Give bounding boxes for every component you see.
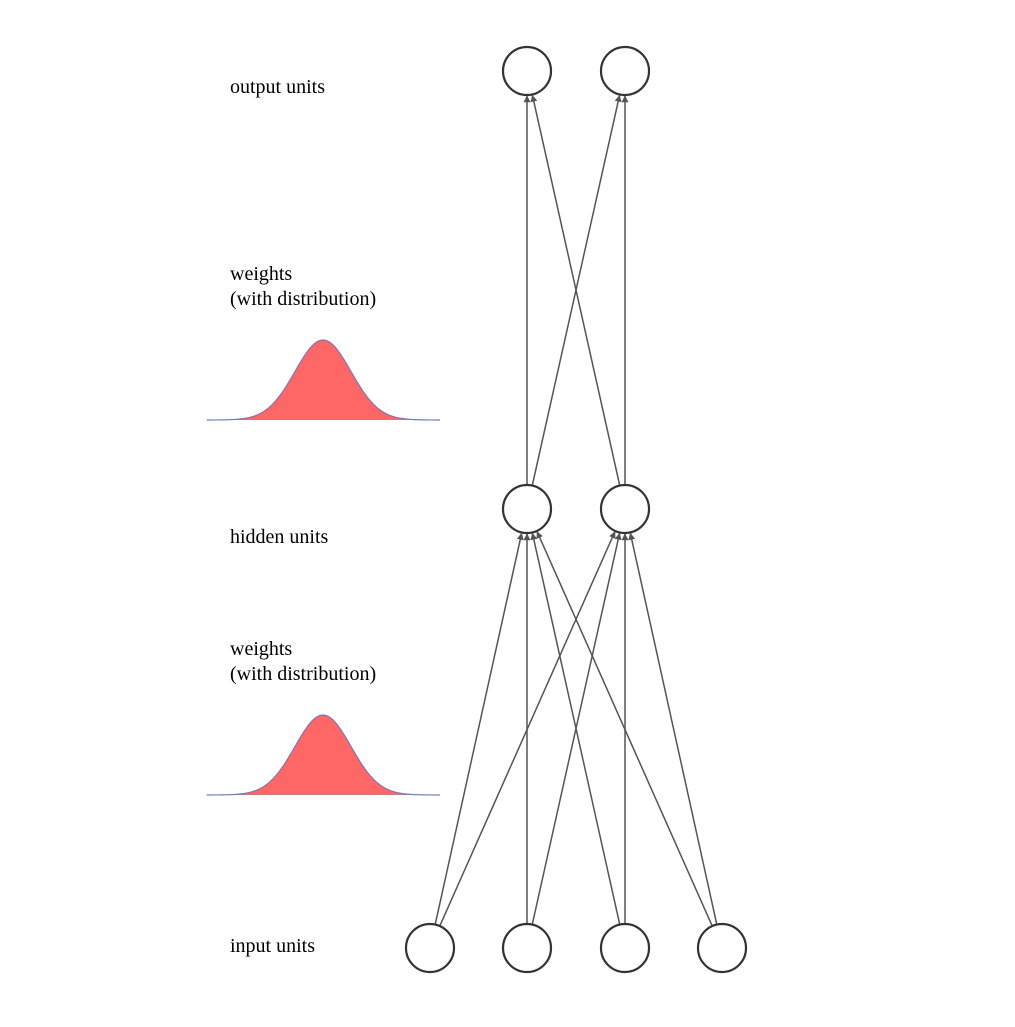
weights-top-label-line1: weights bbox=[230, 263, 292, 285]
input-unit-3 bbox=[599, 922, 651, 974]
hidden-unit-2 bbox=[599, 483, 651, 535]
units bbox=[404, 45, 748, 974]
distribution-curve bbox=[206, 339, 441, 421]
weights-top-label-line2: (with distribution) bbox=[230, 288, 376, 310]
hidden-unit-1 bbox=[501, 483, 553, 535]
edge-input-1-to-hidden-1 bbox=[434, 532, 524, 925]
weights-bottom-label-line2: (with distribution) bbox=[230, 663, 376, 685]
input-unit-2 bbox=[501, 922, 553, 974]
connections bbox=[434, 94, 718, 927]
distribution-fill bbox=[207, 715, 440, 795]
weight-distribution-bottom bbox=[206, 714, 441, 796]
edge-input-3-to-hidden-1 bbox=[530, 532, 621, 925]
input-unit-1 bbox=[404, 922, 456, 974]
distribution-fill bbox=[207, 340, 440, 420]
input-unit-4 bbox=[696, 922, 748, 974]
output-units-label: output units bbox=[230, 76, 325, 98]
weight-distribution-top bbox=[206, 339, 441, 421]
output-unit-1 bbox=[501, 45, 553, 97]
hidden-units-label: hidden units bbox=[230, 526, 329, 548]
output-unit-2 bbox=[599, 45, 651, 97]
edge-input-4-to-hidden-2 bbox=[628, 532, 718, 925]
edge-input-4-to-hidden-1 bbox=[536, 531, 713, 927]
input-units-label: input units bbox=[230, 935, 315, 957]
distribution-curve bbox=[206, 714, 441, 796]
weights-bottom-label-line1: weights bbox=[230, 638, 292, 660]
edge-hidden-2-to-output-1 bbox=[530, 94, 621, 486]
